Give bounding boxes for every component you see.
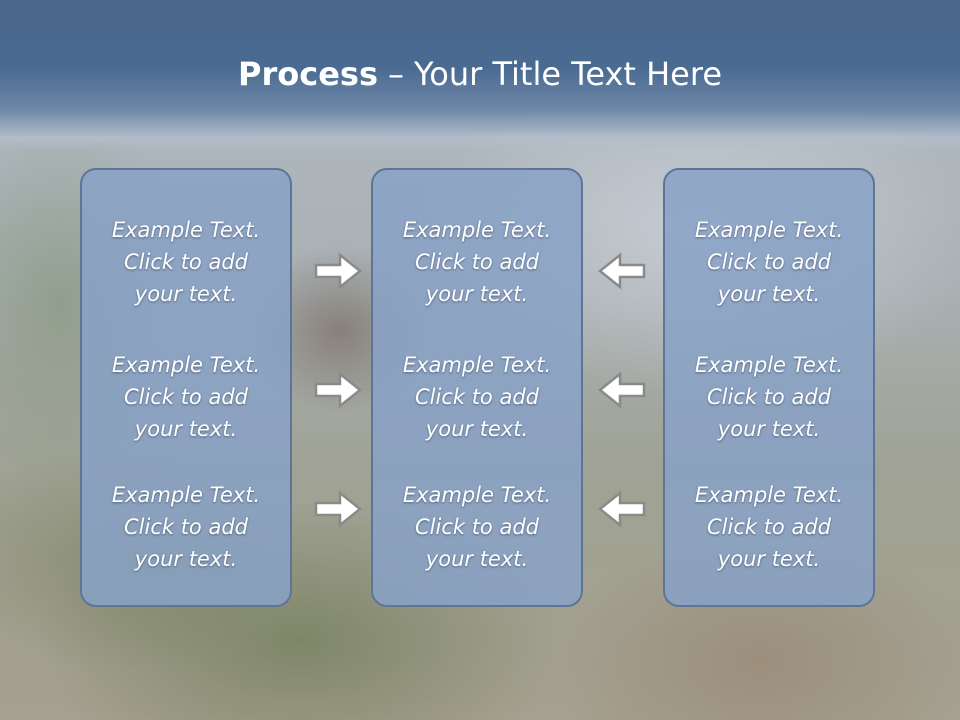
text-line: your text. [425,282,529,306]
text-line: your text. [717,282,821,306]
text-line: your text. [134,417,238,441]
text-placeholder[interactable]: Example Text. Click to add your text. [665,479,873,575]
arrow-left-icon [597,252,646,290]
arrow-right-icon [314,252,363,290]
text-placeholder[interactable]: Example Text. Click to add your text. [665,214,873,310]
text-line: your text. [134,282,238,306]
slide-title[interactable]: Process–Your Title Text Here [0,52,960,96]
text-line: Click to add [123,250,248,274]
text-line: Example Text. [111,353,261,377]
text-line: Click to add [706,515,831,539]
text-line: Example Text. [694,483,844,507]
text-line: Example Text. [111,218,261,242]
text-line: your text. [425,547,529,571]
arrow-left-icon [597,490,646,528]
text-placeholder[interactable]: Example Text. Click to add your text. [373,349,581,445]
title-bold: Process [238,55,378,93]
process-box-left[interactable]: Example Text. Click to add your text. Ex… [80,168,292,607]
text-line: your text. [717,547,821,571]
process-box-center[interactable]: Example Text. Click to add your text. Ex… [371,168,583,607]
text-line: Click to add [414,385,539,409]
text-line: Example Text. [402,353,552,377]
arrow-right-icon [314,371,363,409]
text-line: Example Text. [402,483,552,507]
text-line: your text. [425,417,529,441]
text-placeholder[interactable]: Example Text. Click to add your text. [82,349,290,445]
arrow-left-icon [597,371,646,409]
text-line: your text. [134,547,238,571]
title-separator: – [387,55,404,93]
text-placeholder[interactable]: Example Text. Click to add your text. [373,214,581,310]
text-line: Click to add [706,385,831,409]
title-rest: Your Title Text Here [413,55,722,93]
text-placeholder[interactable]: Example Text. Click to add your text. [665,349,873,445]
text-line: your text. [717,417,821,441]
text-line: Click to add [414,250,539,274]
process-box-right[interactable]: Example Text. Click to add your text. Ex… [663,168,875,607]
text-line: Example Text. [694,218,844,242]
text-line: Click to add [123,385,248,409]
text-line: Example Text. [694,353,844,377]
text-placeholder[interactable]: Example Text. Click to add your text. [82,214,290,310]
text-placeholder[interactable]: Example Text. Click to add your text. [82,479,290,575]
text-placeholder[interactable]: Example Text. Click to add your text. [373,479,581,575]
title-bar [0,0,960,150]
text-line: Example Text. [402,218,552,242]
arrow-right-icon [314,490,363,528]
text-line: Click to add [123,515,248,539]
text-line: Click to add [706,250,831,274]
text-line: Example Text. [111,483,261,507]
text-line: Click to add [414,515,539,539]
